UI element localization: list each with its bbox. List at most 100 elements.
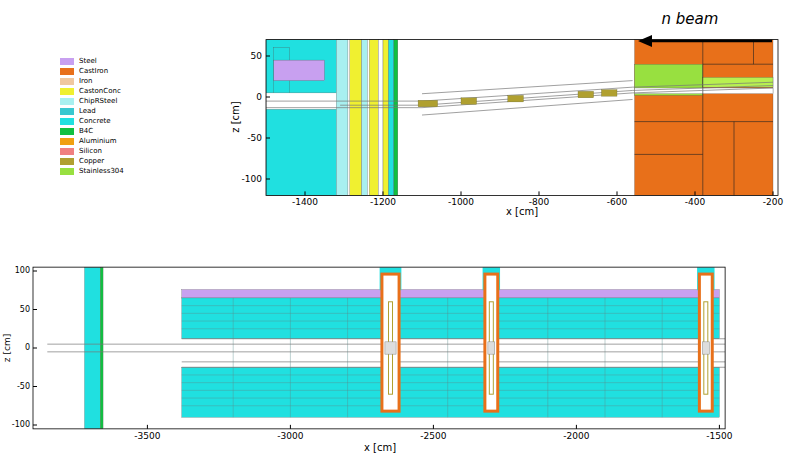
tick [266, 179, 270, 180]
chopper-pit [483, 267, 500, 411]
copper-part [601, 90, 617, 97]
copper-part [578, 91, 594, 98]
tick [719, 425, 720, 429]
tick [266, 97, 270, 98]
tick-label: -200 [763, 198, 783, 207]
legend: SteelCastIronIronCastonConcChipRSteelLea… [60, 56, 124, 176]
material-block [388, 40, 393, 196]
legend-swatch [60, 58, 74, 65]
tick-label: -400 [685, 198, 705, 207]
legend-swatch [60, 108, 74, 115]
beam-guide [422, 81, 633, 94]
legend-text: Silicon [79, 148, 102, 155]
tick-label: -1200 [370, 198, 396, 207]
tick-label: -100 [12, 421, 30, 429]
material-block [369, 40, 378, 196]
legend-entry: Steel [60, 56, 124, 66]
material-block [336, 40, 348, 196]
tick-label: -2000 [563, 432, 589, 441]
top-geometry [266, 40, 773, 196]
legend-entry: CastonConc [60, 86, 124, 96]
beam-arrow [648, 40, 772, 43]
material-block [350, 40, 362, 196]
segment-line [547, 298, 548, 417]
legend-swatch [60, 98, 74, 105]
tick [33, 386, 37, 387]
tick-label: -1500 [706, 432, 732, 441]
layer-line [182, 321, 720, 322]
beam-guide [182, 338, 725, 339]
beam-guide [266, 88, 773, 108]
tick-label: -1000 [448, 198, 474, 207]
block-border [734, 122, 735, 196]
material-block [383, 40, 388, 196]
axis-title: x [cm] [364, 443, 396, 453]
legend-swatch [60, 88, 74, 95]
tick [33, 309, 37, 310]
tick [266, 56, 270, 57]
tick-label: 50 [20, 306, 30, 314]
copper-part [508, 95, 524, 102]
material-block [182, 367, 720, 417]
beam-arrowhead [638, 35, 652, 47]
legend-swatch [60, 148, 74, 155]
block-border [635, 154, 703, 155]
tick-label: 0 [25, 344, 30, 352]
legend-entry: Stainless304 [60, 166, 124, 176]
tick-label: 0 [256, 93, 262, 102]
legend-text: Concrete [79, 118, 111, 125]
legend-text: CastIron [79, 68, 108, 75]
legend-text: B4C [79, 128, 93, 135]
axis-title: z [cm] [3, 334, 12, 362]
tick [383, 191, 384, 195]
beam-guide [182, 367, 725, 368]
plot-frame [266, 40, 778, 196]
legend-entry: Lead [60, 106, 124, 116]
layer-line [182, 382, 720, 383]
legend-entry: Concrete [60, 116, 124, 126]
copper-part [418, 100, 438, 107]
tick [147, 425, 148, 429]
legend-swatch [60, 68, 74, 75]
segment-line [233, 298, 234, 417]
legend-text: Iron [79, 78, 93, 85]
tick [576, 425, 577, 429]
tick [539, 191, 540, 195]
tick-label: -50 [247, 134, 262, 143]
block-border [753, 40, 754, 65]
beam-guide [422, 99, 633, 115]
segment-line [290, 298, 291, 417]
legend-text: Copper [79, 158, 104, 165]
tick [33, 271, 37, 272]
legend-text: Stainless304 [79, 168, 124, 175]
axis-title: x [cm] [506, 207, 538, 217]
tick [433, 425, 434, 429]
tick-label: -100 [242, 175, 262, 184]
axis-title: z [cm] [231, 101, 241, 132]
tick [461, 191, 462, 195]
legend-swatch [60, 128, 74, 135]
legend-text: Aluminium [79, 138, 117, 145]
tick [305, 191, 306, 195]
material-block [274, 174, 325, 175]
material-block [266, 40, 340, 196]
bottom-geometry [47, 267, 725, 429]
tick [266, 138, 270, 139]
legend-swatch [60, 158, 74, 165]
material-block [378, 40, 383, 196]
plot-frame [33, 267, 725, 429]
tick [33, 348, 37, 349]
tick [33, 425, 37, 426]
legend-entry: Aluminium [60, 136, 124, 146]
tick-label: -50 [17, 383, 30, 391]
segment-line [447, 298, 448, 417]
copper-part [461, 98, 477, 105]
material-block [362, 40, 368, 196]
legend-entry: Iron [60, 76, 124, 86]
block-border [703, 64, 773, 65]
material-block [635, 40, 773, 196]
legend-entry: CastIron [60, 66, 124, 76]
chopper-pit [380, 267, 402, 411]
legend-text: Steel [79, 58, 97, 65]
